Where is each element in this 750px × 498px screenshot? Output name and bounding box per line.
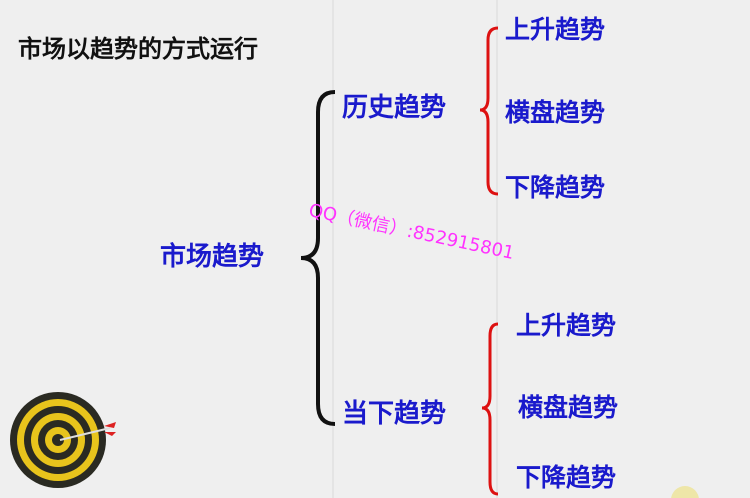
current-brace — [481, 322, 499, 496]
history-uptrend: 上升趋势 — [505, 15, 606, 44]
history-sideways: 横盘趋势 — [505, 98, 606, 127]
history-brace — [479, 26, 499, 196]
branch-history: 历史趋势 — [342, 93, 447, 123]
current-sideways: 横盘趋势 — [518, 393, 619, 422]
slide-title: 市场以趋势的方式运行 — [18, 35, 258, 63]
branch-current: 当下趋势 — [342, 399, 447, 429]
root-node: 市场趋势 — [160, 242, 265, 272]
current-downtrend: 下降趋势 — [516, 463, 617, 492]
target-image — [10, 392, 116, 488]
current-uptrend: 上升趋势 — [516, 311, 617, 340]
main-brace — [300, 90, 336, 426]
history-downtrend: 下降趋势 — [505, 173, 606, 202]
corner-decoration — [671, 486, 699, 498]
